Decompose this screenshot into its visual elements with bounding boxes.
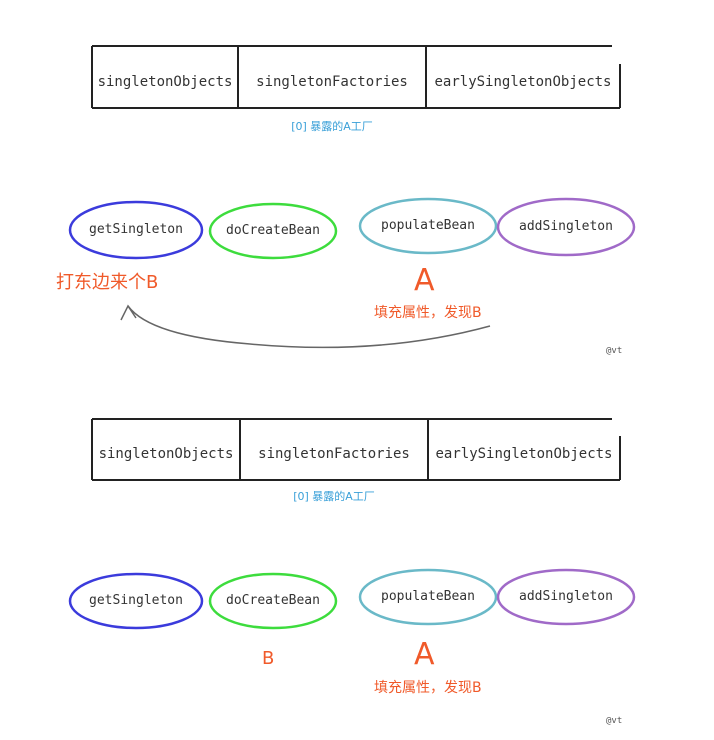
back-arrow-1 <box>127 305 491 349</box>
docreatebean-node-1 <box>208 202 338 260</box>
getsingleton-node-1 <box>68 200 204 260</box>
getsingleton-node-2 <box>68 572 204 630</box>
addsingleton-node-1 <box>496 197 636 257</box>
cache-note-1: [0] 暴露的A工厂 <box>291 120 373 133</box>
node-label-populatebean-2: populateBean <box>381 589 475 604</box>
cache-table-2 <box>91 418 621 481</box>
cache-cell-singleton-factories-2: singletonFactories <box>258 446 410 462</box>
fill-note-2: 填充属性，发现B <box>374 680 482 696</box>
node-label-addsingleton-1: addSingleton <box>519 219 613 234</box>
node-label-getsingleton-2: getSingleton <box>89 593 183 608</box>
back-note-1: 打东边来个B <box>56 272 159 293</box>
populatebean-node-1 <box>358 197 498 255</box>
letter-b-2: B <box>262 648 275 669</box>
node-label-docreatebean-2: doCreateBean <box>226 593 320 608</box>
cache-cell-singleton-objects-1: singletonObjects <box>97 74 233 90</box>
node-label-addsingleton-2: addSingleton <box>519 589 613 604</box>
populatebean-node-2 <box>358 568 498 626</box>
signature-1: @vt <box>606 346 623 356</box>
cache-note-2: [0] 暴露的A工厂 <box>293 490 375 503</box>
addsingleton-node-2 <box>496 568 636 626</box>
cache-cell-singleton-factories-1: singletonFactories <box>256 74 408 90</box>
node-label-docreatebean-1: doCreateBean <box>226 223 320 238</box>
node-label-populatebean-1: populateBean <box>381 218 475 233</box>
docreatebean-node-2 <box>208 572 338 630</box>
cache-cell-early-singleton-objects-2: earlySingletonObjects <box>435 446 613 462</box>
fill-note-1: 填充属性，发现B <box>374 305 482 321</box>
signature-2: @vt <box>606 716 623 726</box>
node-label-getsingleton-1: getSingleton <box>89 222 183 237</box>
cache-table-1 <box>91 45 621 109</box>
cache-cell-singleton-objects-2: singletonObjects <box>98 446 234 462</box>
cache-cell-early-singleton-objects-1: earlySingletonObjects <box>434 74 612 90</box>
back-arrowhead-1 <box>120 304 137 321</box>
letter-a-1: A <box>414 263 435 298</box>
letter-a-2: A <box>414 637 435 672</box>
